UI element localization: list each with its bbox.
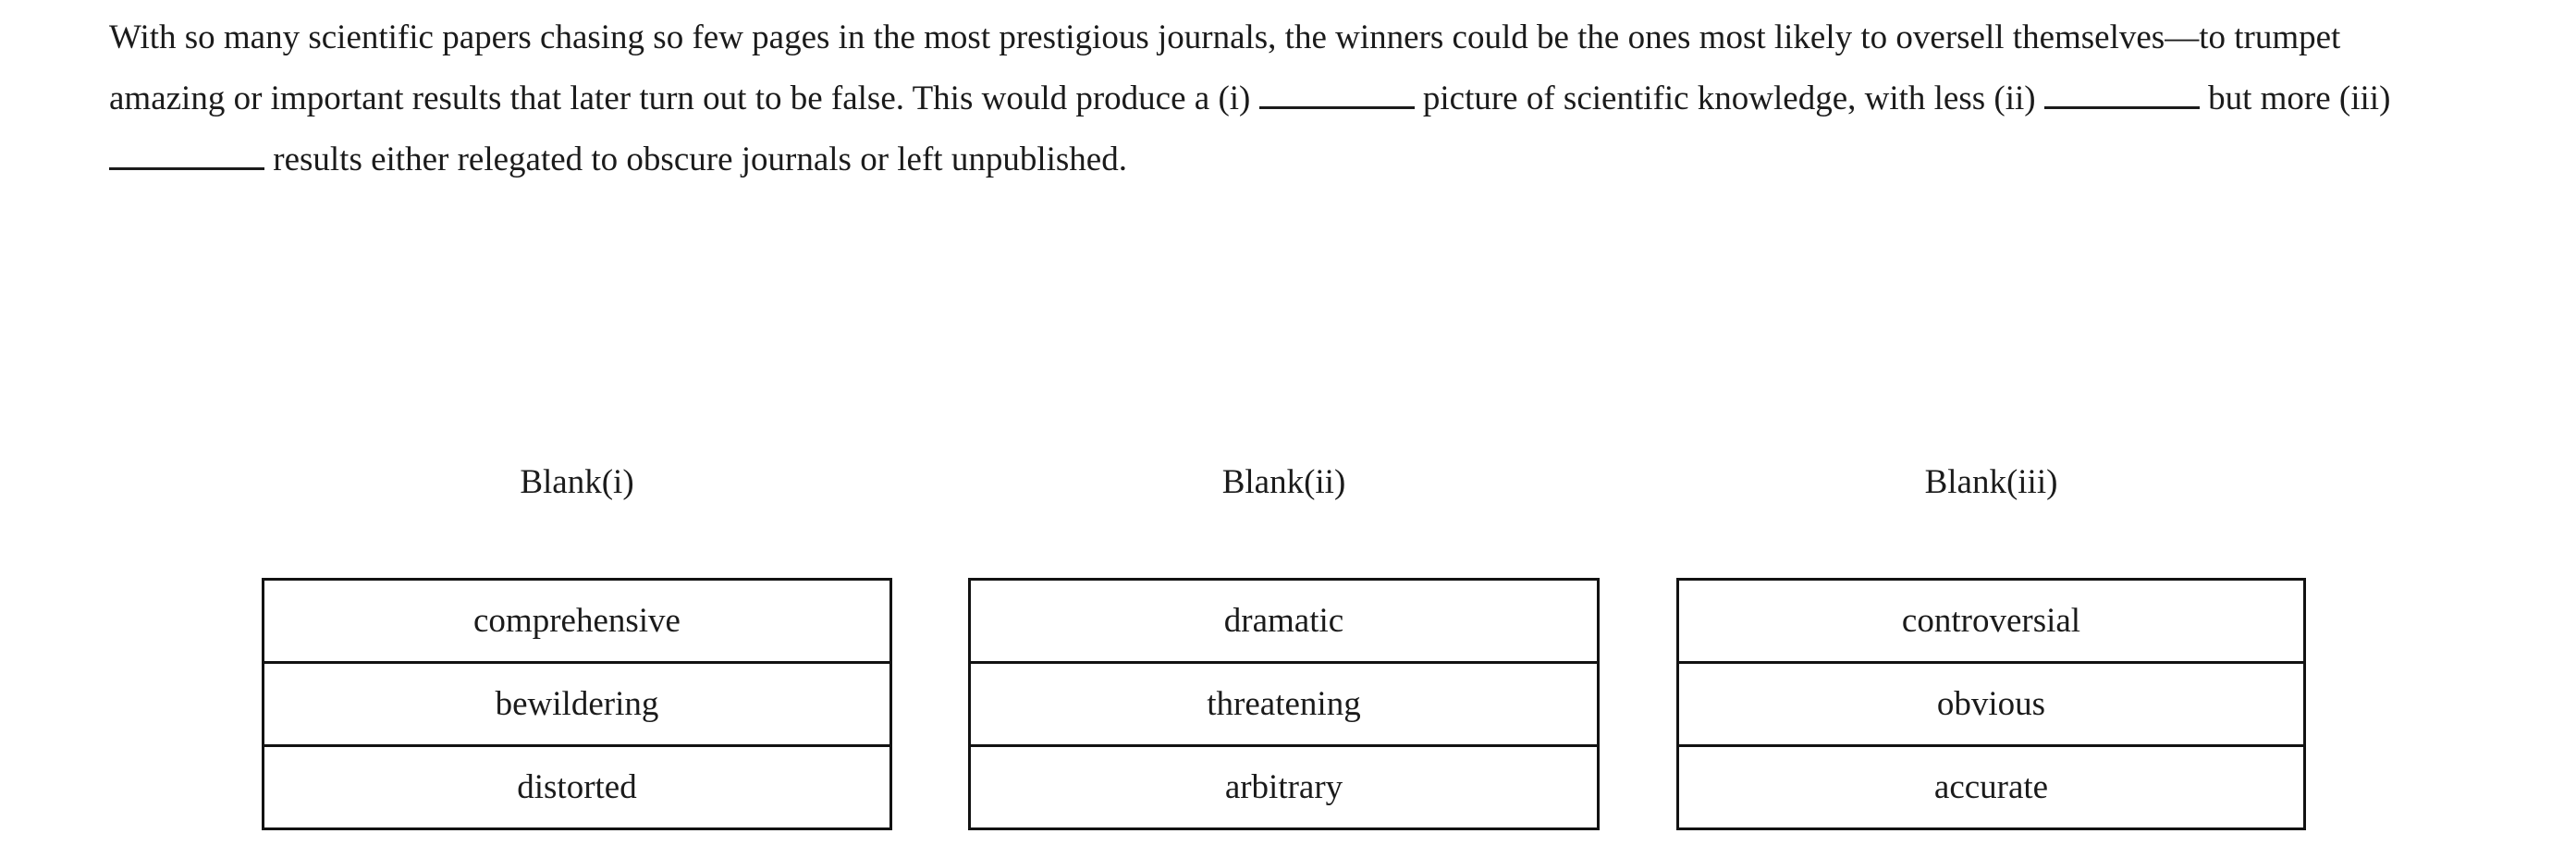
passage-text-part-4: results either relegated to obscure jour… (273, 141, 1127, 178)
blank-iii-header: Blank(iii) (1924, 463, 2058, 501)
passage-text-part-3: but more (iii) (2208, 80, 2391, 117)
option-row[interactable]: threatening (969, 662, 1599, 746)
passage-text-part-1: With so many scientific papers chasing s… (109, 18, 2341, 117)
blank-i-header: Blank(i) (520, 463, 634, 501)
blank-iii-option-2[interactable]: obvious (1936, 685, 2046, 723)
blank-i-underline (1258, 79, 1415, 109)
blank-iii-column: Blank(iii) controversial obvious accurat… (1676, 461, 2306, 830)
option-row[interactable]: comprehensive (264, 580, 891, 663)
blank-ii-option-1[interactable]: dramatic (1223, 602, 1344, 640)
blank-i-column: Blank(i) comprehensive bewildering disto… (262, 461, 892, 830)
blank-ii-option-2[interactable]: threatening (1207, 685, 1361, 723)
blank-ii-column: Blank(ii) dramatic threatening arbitrary (968, 461, 1600, 830)
passage-text-part-2: picture of scientific knowledge, with le… (1422, 80, 2036, 117)
blank-ii-header: Blank(ii) (1221, 463, 1346, 501)
option-row[interactable]: arbitrary (969, 745, 1599, 829)
blank-i-options-table: comprehensive bewildering distorted (262, 578, 892, 830)
option-row[interactable]: bewildering (263, 662, 891, 746)
option-row[interactable]: dramatic (970, 580, 1599, 663)
blank-iii-options-table: controversial obvious accurate (1676, 578, 2306, 830)
option-row[interactable]: distorted (263, 745, 891, 829)
blank-iii-option-3[interactable]: accurate (1933, 768, 2049, 806)
blank-iii-option-1[interactable]: controversial (1901, 602, 2081, 640)
blank-iii-underline (109, 140, 264, 170)
blank-i-option-3[interactable]: distorted (517, 768, 637, 806)
option-row[interactable]: obvious (1677, 662, 2305, 746)
blank-ii-options-table: dramatic threatening arbitrary (968, 578, 1600, 830)
question-passage: With so many scientific papers chasing s… (109, 7, 2448, 190)
blank-ii-underline (2043, 79, 2200, 109)
blank-ii-option-3[interactable]: arbitrary (1224, 768, 1343, 806)
option-row[interactable]: controversial (1678, 580, 2305, 663)
blank-i-option-2[interactable]: bewildering (495, 685, 659, 723)
blank-i-option-1[interactable]: comprehensive (473, 602, 681, 640)
option-row[interactable]: accurate (1677, 745, 2305, 829)
